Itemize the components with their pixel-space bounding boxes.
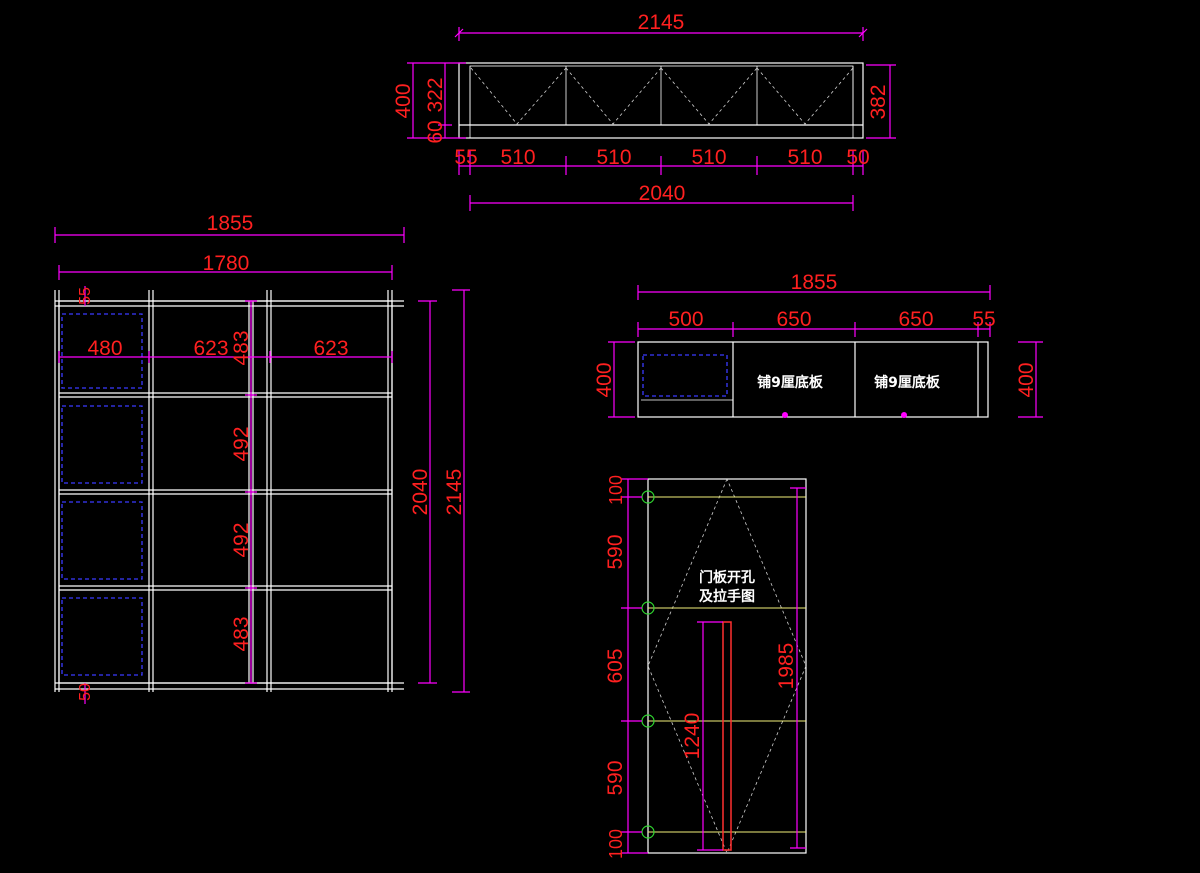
dim-door-spacing-1: 100 bbox=[606, 475, 626, 505]
dim-top-inner-width: 2040 bbox=[639, 182, 686, 205]
dim-front-inner-width: 1780 bbox=[203, 252, 250, 275]
dimticks-top-2040 bbox=[469, 195, 854, 211]
dimticks-plan-1855 bbox=[637, 285, 991, 300]
dim-top-height-total: 400 bbox=[392, 83, 415, 118]
dimticks-top-2145 bbox=[454, 27, 868, 41]
top-cabinet-outline bbox=[458, 62, 864, 139]
dim-door-spacing-3: 605 bbox=[604, 648, 627, 683]
dim-door-handle-length: 1240 bbox=[681, 713, 704, 760]
dimticks-front-1855 bbox=[54, 227, 405, 243]
dim-top-height-right: 382 bbox=[867, 84, 890, 119]
dim-front-row-4: 483 bbox=[230, 616, 253, 651]
dim-plan-seg-2: 650 bbox=[776, 308, 811, 331]
dim-front-row-2: 492 bbox=[230, 426, 253, 461]
dim-front-total-height: 2145 bbox=[443, 469, 466, 516]
dimticks-top-right bbox=[866, 64, 896, 139]
dim-plan-overall-width: 1855 bbox=[791, 271, 838, 294]
dimticks-front-rows bbox=[245, 300, 257, 684]
dimticks-plan-left bbox=[608, 341, 635, 418]
dim-door-spacing-4: 590 bbox=[604, 760, 627, 795]
dim-plan-seg-3: 650 bbox=[898, 308, 933, 331]
front-drawer-2 bbox=[61, 405, 143, 484]
top-elevation: 2145 400 322 60 382 55 510 510 510 510 5… bbox=[392, 11, 896, 211]
plan-view: 1855 500 650 650 55 铺9厘底板 铺9厘底板 400 400 bbox=[593, 271, 1043, 418]
dimticks-plan-segments bbox=[637, 322, 991, 337]
dim-front-bottom-offset: 50 bbox=[77, 683, 94, 701]
dim-front-overall-width: 1855 bbox=[207, 212, 254, 235]
door-caption-line-2: 及拉手图 bbox=[699, 588, 755, 605]
dimticks-door-handle bbox=[697, 621, 723, 851]
dim-top-bay-3: 510 bbox=[691, 146, 726, 169]
dimticks-front-columns bbox=[58, 351, 393, 363]
dim-top-bay-2: 510 bbox=[596, 146, 631, 169]
dim-front-row-1: 483 bbox=[230, 330, 253, 365]
dimticks-top-segments bbox=[458, 150, 864, 175]
plan-note-1: 铺9厘底板 bbox=[757, 374, 824, 391]
front-elevation: 1855 1780 480 6 bbox=[54, 212, 470, 704]
dim-plan-depth-right: 400 bbox=[1015, 362, 1038, 397]
dim-top-overall-width: 2145 bbox=[638, 11, 685, 34]
front-drawer-3 bbox=[61, 501, 143, 580]
dim-top-height-lower: 60 bbox=[424, 120, 447, 143]
plan-note-2: 铺9厘底板 bbox=[874, 374, 941, 391]
dim-door-spacing-5: 100 bbox=[606, 829, 626, 859]
dim-plan-seg-4: 55 bbox=[972, 308, 995, 331]
door-panel: 门板开孔 及拉手图 100 590 605 590 100 1240 1985 bbox=[604, 475, 807, 859]
dimticks-front-2145 bbox=[452, 289, 470, 693]
plan-outline bbox=[637, 341, 989, 418]
door-handle bbox=[722, 621, 732, 851]
front-drawer-4 bbox=[61, 597, 143, 676]
dimticks-front-1780 bbox=[58, 265, 393, 280]
plan-point-1 bbox=[782, 412, 788, 418]
dim-door-spacing-2: 590 bbox=[604, 534, 627, 569]
dim-front-top-offset: 55 bbox=[77, 287, 94, 305]
dim-top-bay-4: 510 bbox=[787, 146, 822, 169]
dim-plan-seg-1: 500 bbox=[668, 308, 703, 331]
dim-door-panel-height: 1985 bbox=[775, 643, 798, 690]
dim-front-col-3: 623 bbox=[313, 337, 348, 360]
dim-front-col-1: 480 bbox=[87, 337, 122, 360]
dim-top-height-upper: 322 bbox=[424, 77, 447, 112]
dim-front-col-2: 623 bbox=[193, 337, 228, 360]
dimticks-plan-right bbox=[1018, 341, 1043, 418]
dim-top-bay-1: 510 bbox=[500, 146, 535, 169]
dimticks-front-2040 bbox=[418, 300, 437, 684]
dim-front-inner-height: 2040 bbox=[409, 469, 432, 516]
dim-top-right-end: 50 bbox=[846, 146, 869, 169]
top-door-swing-lines bbox=[470, 67, 854, 125]
top-cabinet-inner bbox=[469, 65, 854, 126]
dim-top-left-end: 55 bbox=[454, 146, 477, 169]
dim-front-row-3: 492 bbox=[230, 522, 253, 557]
dim-plan-depth-left: 400 bbox=[593, 362, 616, 397]
plan-point-2 bbox=[901, 412, 907, 418]
dimticks-door-spacing bbox=[621, 478, 648, 854]
door-caption-line-1: 门板开孔 bbox=[699, 569, 755, 586]
dimticks-top-left bbox=[407, 62, 466, 139]
plan-drawer bbox=[642, 354, 728, 397]
dimticks-door-height bbox=[790, 487, 806, 849]
